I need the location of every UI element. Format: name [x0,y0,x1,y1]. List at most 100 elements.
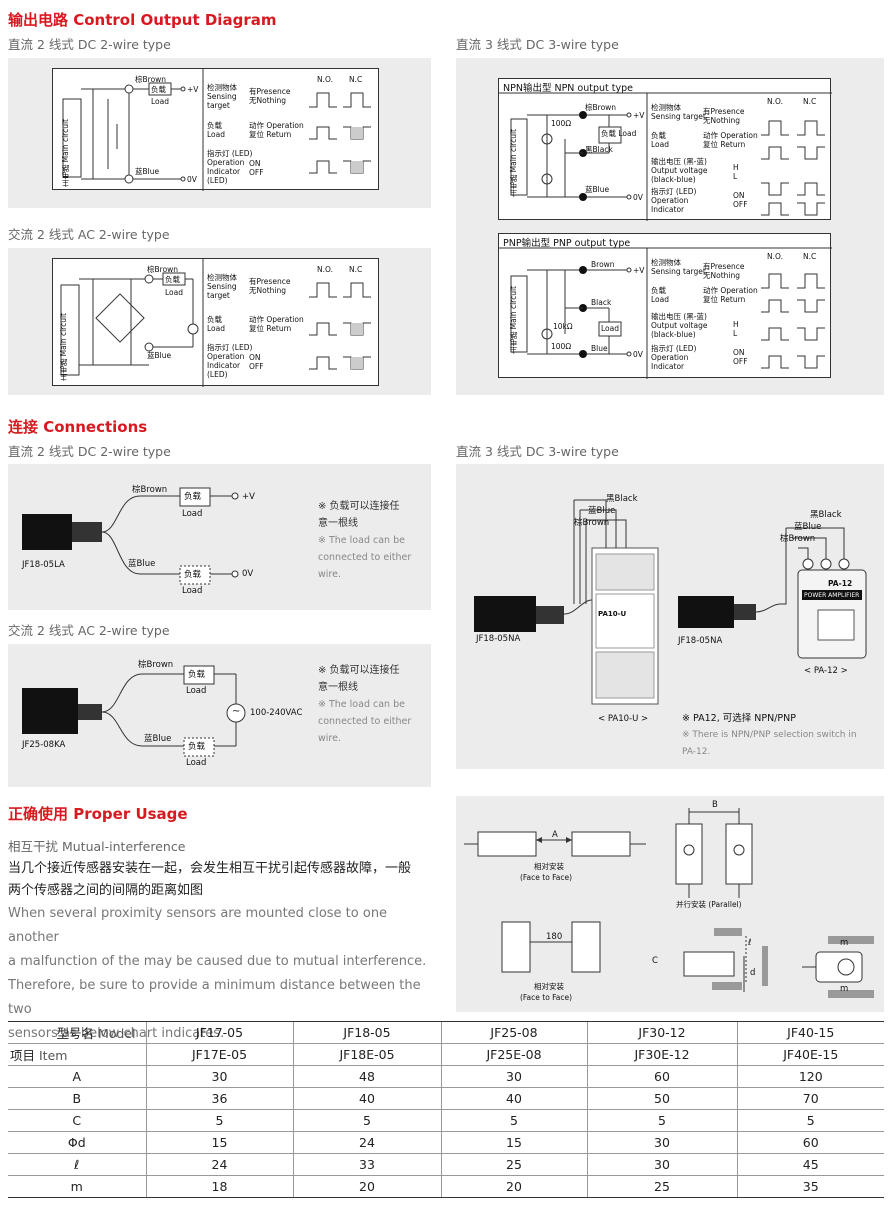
ac2-output-panel: 主电路 Main circuit 棕Brown 蓝Blue 负载 Load N.… [8,248,431,395]
conn-dc3-panel: 黑Black 蓝Blue 棕Brown PA10-U JF18-05NA < P… [456,464,884,769]
load-label-en: Load [151,97,169,106]
value-cell: 5 [736,1109,884,1132]
face-zh: 相对安装 [534,862,564,871]
model-e-cell: JF18E-05 [292,1043,441,1066]
pnp-plus-v: +V [633,266,645,275]
section-title-usage: 正确使用 Proper Usage [8,805,188,823]
conn-dc3-black-a: 黑Black [606,494,638,504]
pnp-no: N.O. [767,252,783,261]
conn-dc2-drawing [22,487,239,585]
pnp-r10k: 10kΩ [553,322,573,331]
pnp-row3: 输出电压 (黑-蓝)Output voltage(black-blue) [651,312,708,339]
usage-paragraph: 当几个接近传感器安装在一起，会发生相互干扰引起传感器故障，一般 两个传感器之间的… [8,861,427,1041]
conn-subtitle-ac2: 交流 2 线式 AC 2-wire type [8,623,170,638]
conn-dc3-brown-a: 棕Brown [574,518,610,528]
value-cell: 20 [292,1175,441,1198]
item-cell: m [8,1175,146,1198]
model-e-cell: JF17E-05 [145,1043,293,1066]
item-header-cell: 项目 Item [8,1043,146,1066]
item-cell: B [8,1087,146,1110]
model-cell: JF18-05 [292,1021,441,1044]
conn-dc3-model-b: JF18-05NA [678,636,723,646]
pa12-sub: POWER AMPLIFIER [804,592,860,599]
dim-180-label: 180 [546,932,563,942]
no-label: N.O. [317,75,333,84]
npn-nc: N.C [803,97,817,106]
value-cell: 45 [736,1153,884,1176]
plus-v-label: +V [187,85,199,94]
pnp-zero-v: 0V [633,350,643,359]
section-title-output: 输出电路 Control Output Diagram [8,11,277,29]
conn-dc2-panel: 棕Brown 蓝Blue 负载 Load 负载 Load +V 0V JF18-… [8,464,431,610]
face2-en: (Face to Face) [520,993,573,1002]
dc2-timing-waveforms [309,92,371,174]
value-cell: 15 [440,1131,587,1154]
npn-drawing [499,92,832,221]
conn-ac2-load2-en: Load [186,758,207,768]
npn-brown: 棕Brown [585,103,617,112]
subtitle-dc2: 直流 2 线式 DC 2-wire type [8,37,171,52]
model-e-cell: JF40E-15 [736,1043,884,1066]
value-cell: 70 [736,1087,884,1110]
value-cell: 33 [292,1153,441,1176]
ac2-main-circuit-label: 主电路 Main circuit [59,313,68,382]
dim-c-label: C [652,956,658,966]
usage-panel: A 相对安装 (Face to Face) B 并行安装 (Parallel) … [456,796,884,1012]
npn-blue: 蓝Blue [585,185,610,194]
conn-subtitle-dc2: 直流 2 线式 DC 2-wire type [8,444,171,459]
face-en: (Face to Face) [520,873,573,882]
conn-dc3-model-a: JF18-05NA [476,634,521,644]
item-cell: Φd [8,1131,146,1154]
subtitle-ac2: 交流 2 线式 AC 2-wire type [8,227,170,242]
pnp-black: Black [591,298,612,307]
pnp-r100: 100Ω [551,342,572,351]
model-e-cell: JF25E-08 [440,1043,587,1066]
nc-label: N.C [349,75,363,84]
pa-note: ※ PA12, 可选择 NPN/PNP ※ There is NPN/PNP s… [682,713,857,757]
value-cell: 60 [736,1131,884,1154]
ac2-load-zh: 负载 [165,275,180,284]
value-cell: 36 [145,1087,293,1110]
conn-ac2-panel: ∼ 棕Brown 蓝Blue 负载 Load 负载 Load 100-240VA… [8,644,431,787]
value-cell: 30 [440,1065,587,1088]
model-cell: JF17-05 [145,1021,293,1044]
model-cell: JF25-08 [440,1021,587,1044]
value-cell: 15 [145,1131,293,1154]
pa12-label: PA-12 [828,579,853,588]
dim-a-label: A [552,830,558,840]
npn-title: NPN输出型 NPN output type [503,83,633,94]
value-cell: 25 [440,1153,587,1176]
item-cell: ℓ [8,1153,146,1176]
value-cell: 40 [440,1087,587,1110]
value-cell: 48 [292,1065,441,1088]
value-cell: 50 [586,1087,737,1110]
ac2-brown-label: 棕Brown [147,265,179,274]
conn-dc3-brown-b: 棕Brown [780,534,816,544]
dc2-circuit-drawing [62,69,204,191]
npn-plus-v: +V [633,111,645,120]
conn-ac2-brown: 棕Brown [138,660,174,670]
conn-ac2-drawing [22,665,246,757]
pa10-label: PA10-U [598,610,627,618]
dim-d-label: d [750,968,756,978]
pnp-brown: Brown [591,260,615,269]
conn-dc2-plus-v: +V [242,492,255,502]
dc2-output-frame: 主电路 Main circuit 棕Brown 蓝Blue 负载 Load +V… [52,68,379,191]
blue-label: 蓝Blue [135,167,160,176]
pnp-nc: N.C [803,252,817,261]
zero-v-label: 0V [187,175,197,184]
npn-frame: NPN输出型 NPN output type [498,78,832,221]
